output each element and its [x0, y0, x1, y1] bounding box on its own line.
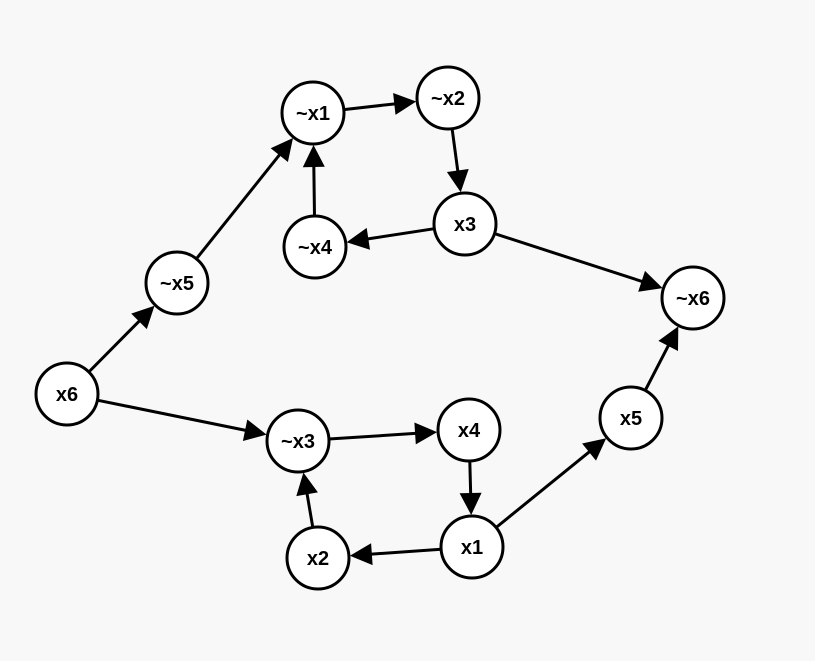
edge-line [328, 431, 418, 441]
edge-x6-to-not-x5 [87, 305, 155, 374]
arrowhead [131, 305, 155, 330]
node-not-x1: ~x1 [280, 80, 346, 146]
node-circle [436, 397, 502, 463]
edge-not-x3-to-x4 [328, 422, 438, 445]
edge-line [195, 152, 282, 260]
node-label: ~x6 [676, 288, 710, 310]
edge-line [369, 547, 442, 556]
edge-line [643, 343, 671, 392]
node-circle [432, 191, 498, 257]
node-circle [660, 265, 726, 331]
edge-not-x2-to-x3 [446, 128, 469, 193]
arrowhead [349, 543, 373, 566]
edge-not-x5-to-not-x1 [195, 138, 293, 260]
node-label: ~x1 [296, 103, 330, 125]
node-not-x2: ~x2 [415, 65, 481, 131]
node-circle [415, 65, 481, 131]
edge-x6-to-not-x3 [97, 398, 267, 441]
node-not-x5: ~x5 [144, 250, 210, 316]
arrowhead [582, 438, 607, 461]
node-label: x1 [461, 537, 483, 559]
node-circle [144, 250, 210, 316]
arrowhead [393, 93, 417, 115]
node-not-x4: ~x4 [282, 214, 348, 280]
arrowhead [446, 169, 469, 193]
arrowhead [658, 326, 679, 351]
arrowhead [459, 492, 482, 515]
edge-x3-to-not-x6 [494, 232, 663, 292]
arrowhead [346, 227, 370, 250]
edge-line [343, 102, 397, 112]
node-label: ~x3 [281, 431, 315, 453]
node-circle [265, 408, 331, 474]
edge-not-x1-to-not-x2 [343, 93, 417, 115]
edge-line [87, 318, 142, 374]
node-x2: x2 [285, 525, 351, 591]
edge-not-x4-to-not-x1 [302, 145, 325, 217]
node-x1: x1 [439, 514, 505, 580]
edge-x3-to-not-x4 [346, 227, 435, 250]
arrowhead [638, 270, 663, 292]
edge-x1-to-x5 [495, 438, 607, 529]
node-label: ~x4 [298, 237, 333, 259]
node-label: x2 [307, 548, 329, 570]
node-label: x5 [620, 408, 642, 430]
arrowhead [242, 419, 267, 441]
node-label: ~x2 [431, 88, 465, 110]
edge-x1-to-x2 [349, 543, 442, 566]
node-label: x4 [458, 420, 481, 442]
edge-x2-to-not-x3 [296, 472, 318, 528]
edge-line [495, 449, 592, 529]
node-x4: x4 [436, 397, 502, 463]
arrowhead [270, 138, 293, 162]
nodes-layer: x6 ~x5 ~x1 ~x2 x3 ~x4 ~x6 ~x3 x4 x1 x2 x5 [34, 65, 726, 591]
arrowhead [414, 422, 438, 445]
node-not-x3: ~x3 [265, 408, 331, 474]
node-x6: x6 [34, 361, 100, 427]
edge-line [468, 460, 473, 496]
edge-x4-to-x1 [459, 460, 482, 515]
node-circle [285, 525, 351, 591]
arrowhead [296, 472, 318, 497]
node-circle [280, 80, 346, 146]
arrowhead [302, 145, 325, 168]
edges-layer [87, 93, 679, 566]
node-label: x6 [56, 384, 78, 406]
edge-line [450, 128, 460, 173]
node-circle [598, 385, 664, 451]
edge-line [494, 232, 644, 284]
node-circle [34, 361, 100, 427]
edge-line [312, 164, 316, 217]
node-x5: x5 [598, 385, 664, 451]
node-circle [282, 214, 348, 280]
edge-line [97, 398, 248, 433]
node-x3: x3 [432, 191, 498, 257]
edge-x5-to-not-x6 [643, 326, 679, 392]
node-label: ~x5 [160, 273, 194, 295]
edge-line [366, 227, 435, 241]
node-circle [439, 514, 505, 580]
node-label: x3 [454, 214, 476, 236]
node-not-x6: ~x6 [660, 265, 726, 331]
edge-line [305, 492, 315, 528]
